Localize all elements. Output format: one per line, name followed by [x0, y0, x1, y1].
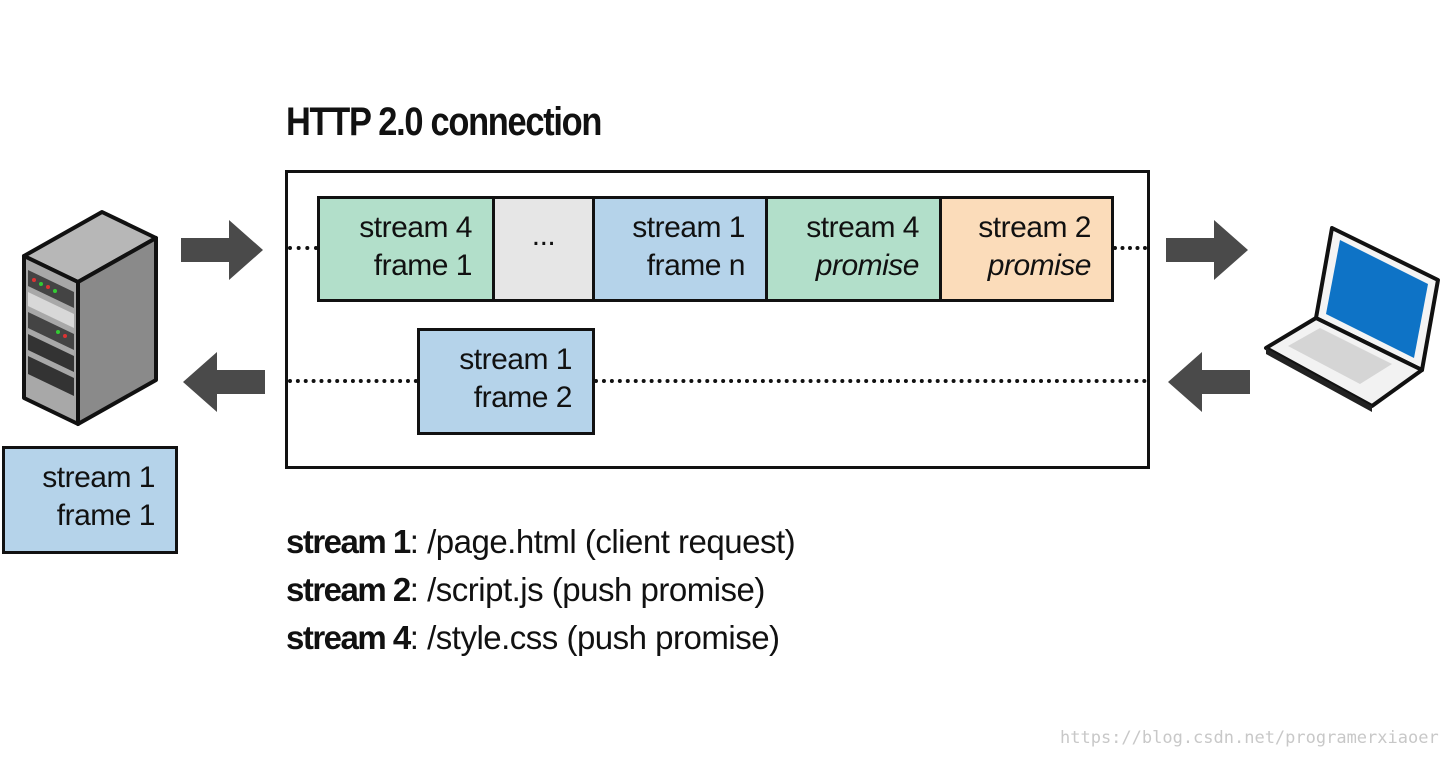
legend-stream: stream 2	[286, 571, 411, 608]
legend-description: : /style.css (push promise)	[409, 619, 780, 656]
bottom-lane-right-dots	[594, 379, 1147, 383]
frame-line2: promise	[815, 249, 920, 282]
watermark-url: https://blog.csdn.net/programerxiaoer	[1060, 728, 1439, 748]
laptop-icon	[1264, 226, 1440, 412]
arrow-right-icon	[181, 220, 263, 280]
frame-stream1-framen: stream 1 frame n	[592, 196, 768, 302]
legend-item: stream 1: /page.html (client request)	[286, 518, 796, 566]
frame-line1: stream 4	[806, 211, 919, 244]
arrow-left-icon	[1168, 352, 1250, 412]
stream-legend: stream 1: /page.html (client request) st…	[286, 518, 796, 662]
arrow-right-icon	[1166, 220, 1248, 280]
frame-line1: stream 1	[459, 343, 572, 376]
frame-line2: promise	[987, 249, 1092, 282]
frame-line2: frame 1	[373, 249, 473, 282]
server-icon	[22, 210, 158, 426]
legend-item: stream 2: /script.js (push promise)	[286, 566, 795, 614]
bottom-lane-left-dots	[288, 379, 418, 383]
frame-stream4-frame1: stream 4 frame 1	[317, 196, 495, 302]
frame-line1: stream 1	[632, 211, 745, 244]
frame-line2: frame 2	[473, 381, 573, 414]
connection-title: HTTP 2.0 connection	[286, 100, 602, 144]
frame-stream1-frame1-received: stream 1 frame 1	[2, 446, 178, 554]
frame-stream2-promise: stream 2 promise	[939, 196, 1114, 302]
frame-line1: stream 1	[42, 461, 155, 494]
legend-description: : /script.js (push promise)	[409, 571, 766, 608]
arrow-left-icon	[183, 352, 265, 412]
frame-stream1-frame2: stream 1 frame 2	[417, 328, 595, 435]
legend-stream: stream 1	[286, 523, 411, 560]
frame-stream4-promise: stream 4 promise	[765, 196, 942, 302]
legend-stream: stream 4	[286, 619, 411, 656]
frame-line1: stream 4	[359, 211, 472, 244]
frame-ellipsis: ...	[492, 196, 595, 302]
frame-line2: frame 1	[56, 499, 156, 532]
frame-line2: frame n	[646, 249, 746, 282]
frame-line1: ...	[531, 219, 556, 252]
legend-description: : /page.html (client request)	[409, 523, 796, 560]
http2-connection-box	[285, 170, 1150, 469]
legend-item: stream 4: /style.css (push promise)	[286, 614, 795, 662]
frame-line1: stream 2	[978, 211, 1091, 244]
top-lane-left-dots	[288, 246, 318, 250]
top-lane-right-dots	[1113, 246, 1147, 250]
